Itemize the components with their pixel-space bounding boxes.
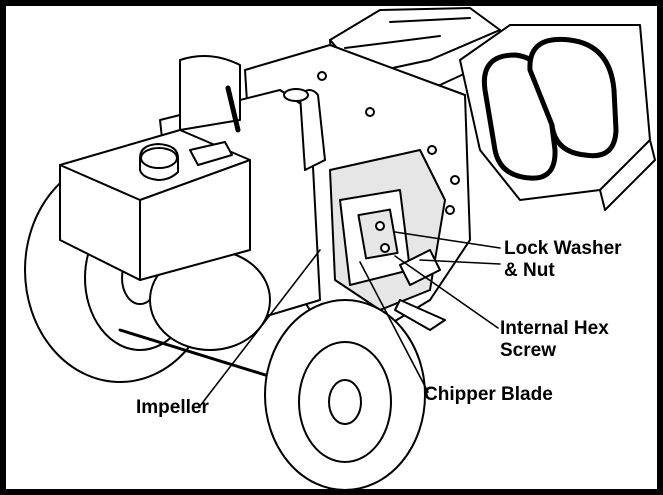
label-lock-washer-line1: Lock Washer	[504, 238, 622, 259]
label-chipper-blade: Chipper Blade	[424, 384, 553, 405]
label-impeller: Impeller	[136, 397, 209, 418]
leader-lines	[199, 231, 501, 407]
label-internal-hex-line2: Screw	[500, 340, 556, 361]
fuel-tank	[59, 129, 251, 281]
label-internal-hex-screw: Internal Hex Screw	[500, 318, 609, 362]
dipstick	[225, 85, 241, 133]
label-internal-hex-line1: Internal Hex	[500, 318, 609, 339]
right-wheel	[264, 299, 426, 491]
chipper-assembly	[339, 189, 446, 331]
label-lock-washer-line2: & Nut	[504, 260, 555, 281]
hopper	[459, 24, 656, 211]
label-lock-washer: Lock Washer & Nut	[504, 238, 622, 282]
